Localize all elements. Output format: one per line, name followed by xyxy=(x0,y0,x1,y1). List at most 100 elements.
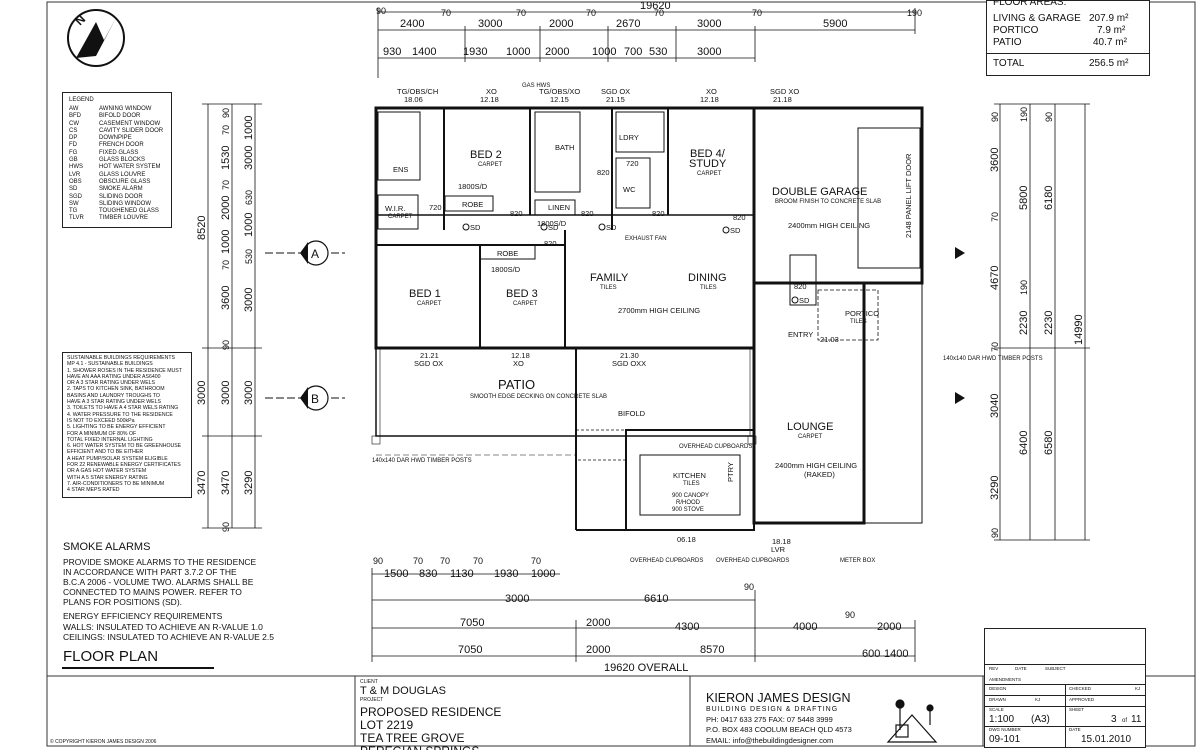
sheet-size: (A3) xyxy=(1031,714,1050,725)
window-label: LVR xyxy=(771,545,786,554)
window-label: XO xyxy=(513,359,524,368)
floor-area-value: 7.9 m² xyxy=(1097,25,1126,36)
room-linen: LINEN xyxy=(548,203,570,212)
sustainable-line: HAVE AN AAA RATING UNDER AS6400 xyxy=(67,373,161,380)
rev-head: DATE xyxy=(1015,666,1027,671)
linen-door: 1800S/D xyxy=(537,219,567,228)
room-wc: WC xyxy=(623,185,636,194)
left-dim-inner: 90 xyxy=(221,340,231,350)
top-dim: 2000 xyxy=(549,18,573,30)
right-dim-col3: 2230 xyxy=(1043,311,1055,335)
designer-po: P.O. BOX 483 COOLUM BEACH QLD 4573 xyxy=(706,725,852,734)
room-dining-floor: TILES xyxy=(700,285,717,291)
left-dim-inner: 3600 xyxy=(220,286,232,310)
legend-title: LEGEND xyxy=(69,97,94,103)
timber-posts-patio: 140x140 DAR HWD TIMBER POSTS xyxy=(372,458,472,464)
door-label: 720 xyxy=(626,159,639,168)
bifold-label: BIFOLD xyxy=(618,409,646,418)
bottom-dim-row4: 600 xyxy=(862,648,880,660)
sustainable-line: 6. HOT WATER SYSTEM TO BE GREENHOUSE xyxy=(67,443,182,450)
right-dim-col2: 5800 xyxy=(1018,186,1030,210)
room-study: STUDY xyxy=(689,158,727,170)
top-dimensions xyxy=(377,8,916,78)
floor-areas-box: FLOOR AREAS: LIVING & GARAGE 207.9 m² PO… xyxy=(986,0,1150,76)
bottom-dim-row1b: 830 xyxy=(419,568,437,580)
copyright: © COPYRIGHT KIERON JAMES DESIGN 2006 xyxy=(50,739,157,745)
right-dim-col2: 2230 xyxy=(1018,311,1030,335)
sustainable-line: TOTAL FIXED INTERNAL LIGHTING xyxy=(67,436,153,443)
floor-area-label: PATIO xyxy=(993,37,1022,48)
right-dim-col1: 90 xyxy=(990,112,1000,122)
room-bed2-floor: CARPET xyxy=(478,162,503,168)
window-label: SGD OX xyxy=(414,359,443,368)
bottom-dim-row2: 90 xyxy=(744,582,754,592)
left-dim-inner: 70 xyxy=(221,125,231,135)
project-line: PEREGIAN SPRINGS xyxy=(360,745,479,750)
left-dim-inner: 90 xyxy=(221,522,231,532)
energy-line: CEILINGS: INSULATED TO ACHIEVE AN R-VALU… xyxy=(63,632,274,642)
room-entry: ENTRY xyxy=(788,330,813,339)
room-bath: BATH xyxy=(555,143,574,152)
sheet-label: SHEET xyxy=(1069,707,1085,712)
left-dim-inner: 90 xyxy=(221,108,231,118)
left-dim-inner: 3470 xyxy=(220,471,232,495)
svg-text:SD: SD xyxy=(730,226,741,235)
right-dim-col1: 3600 xyxy=(989,148,1001,172)
top-dim-row2: 1000 xyxy=(506,46,530,58)
overhead-cupboards-kitchen: OVERHEAD CUPBOARDS xyxy=(679,444,752,450)
room-laundry: LDRY xyxy=(619,133,639,142)
window-label: SGD OXX xyxy=(612,359,646,368)
sustainable-line: SUSTAINABLE BUILDINGS REQUIREMENTS xyxy=(67,355,175,361)
exhaust-fan: EXHAUST FAN xyxy=(625,236,667,242)
bottom-dim-row1b: 1130 xyxy=(450,568,474,580)
window-label: XO xyxy=(486,87,497,96)
left-dim-mid: 3290 xyxy=(243,471,255,495)
sustainable-line: A HEAT PUMP/SOLAR SYSTEM ELIGIBLE xyxy=(67,455,168,462)
right-dim-col1: 3040 xyxy=(989,394,1001,418)
meter-box: METER BOX xyxy=(840,558,875,564)
svg-text:SD: SD xyxy=(799,296,810,305)
sheet-total: 11 xyxy=(1131,714,1142,725)
sustainable-line: OR A GAS HOT WATER SYSTEM xyxy=(67,468,147,475)
top-overall-dim: 19620 xyxy=(640,0,671,12)
room-patio: PATIO xyxy=(498,377,535,392)
bottom-dim-row3: 7050 xyxy=(460,617,484,629)
sustainable-line: BASINS AND LAUNDRY TROUGHS TO xyxy=(67,392,160,399)
designer-name: KIERON JAMES DESIGN xyxy=(706,691,851,705)
top-dim-row2: 1000 xyxy=(592,46,616,58)
left-dim-mid: 630 xyxy=(244,190,254,205)
door-label: 820 xyxy=(581,209,594,218)
sustainable-line: 1. SHOWER ROSES IN THE RESIDENCE MUST xyxy=(67,367,182,374)
window-label: 21.15 xyxy=(606,95,625,104)
bottom-dim-row3: 2000 xyxy=(586,617,610,629)
top-dim: 70 xyxy=(752,8,762,18)
window-label: 21.18 xyxy=(773,95,792,104)
overhead-cupboards-left: OVERHEAD CUPBOARDS xyxy=(630,558,703,564)
plan-title: FLOOR PLAN xyxy=(63,648,159,665)
smoke-alarm-line: CONNECTED TO MAINS POWER. REFER TO xyxy=(63,587,242,597)
sustainable-line: 3. TOILETS TO HAVE A 4 STAR WELS RATING xyxy=(67,405,179,412)
section-arrows-right xyxy=(955,247,965,404)
door-label: 820 xyxy=(652,209,665,218)
top-dim: 3000 xyxy=(478,18,502,30)
room-family-floor: TILES xyxy=(600,285,617,291)
left-dim-mid: 530 xyxy=(244,249,254,264)
garage-door: 2148 PANEL LIFT DOOR xyxy=(904,153,913,238)
section-marker-b: B xyxy=(265,385,345,411)
right-dim-col1: 90 xyxy=(990,528,1000,538)
drawn-label: DRAWN xyxy=(989,697,1006,702)
robe-door-bed2: 1800S/D xyxy=(458,182,488,191)
left-dim-inner: 70 xyxy=(221,260,231,270)
rev-head: SUBJECT xyxy=(1045,666,1066,671)
checked-value: KJ xyxy=(1135,686,1141,691)
